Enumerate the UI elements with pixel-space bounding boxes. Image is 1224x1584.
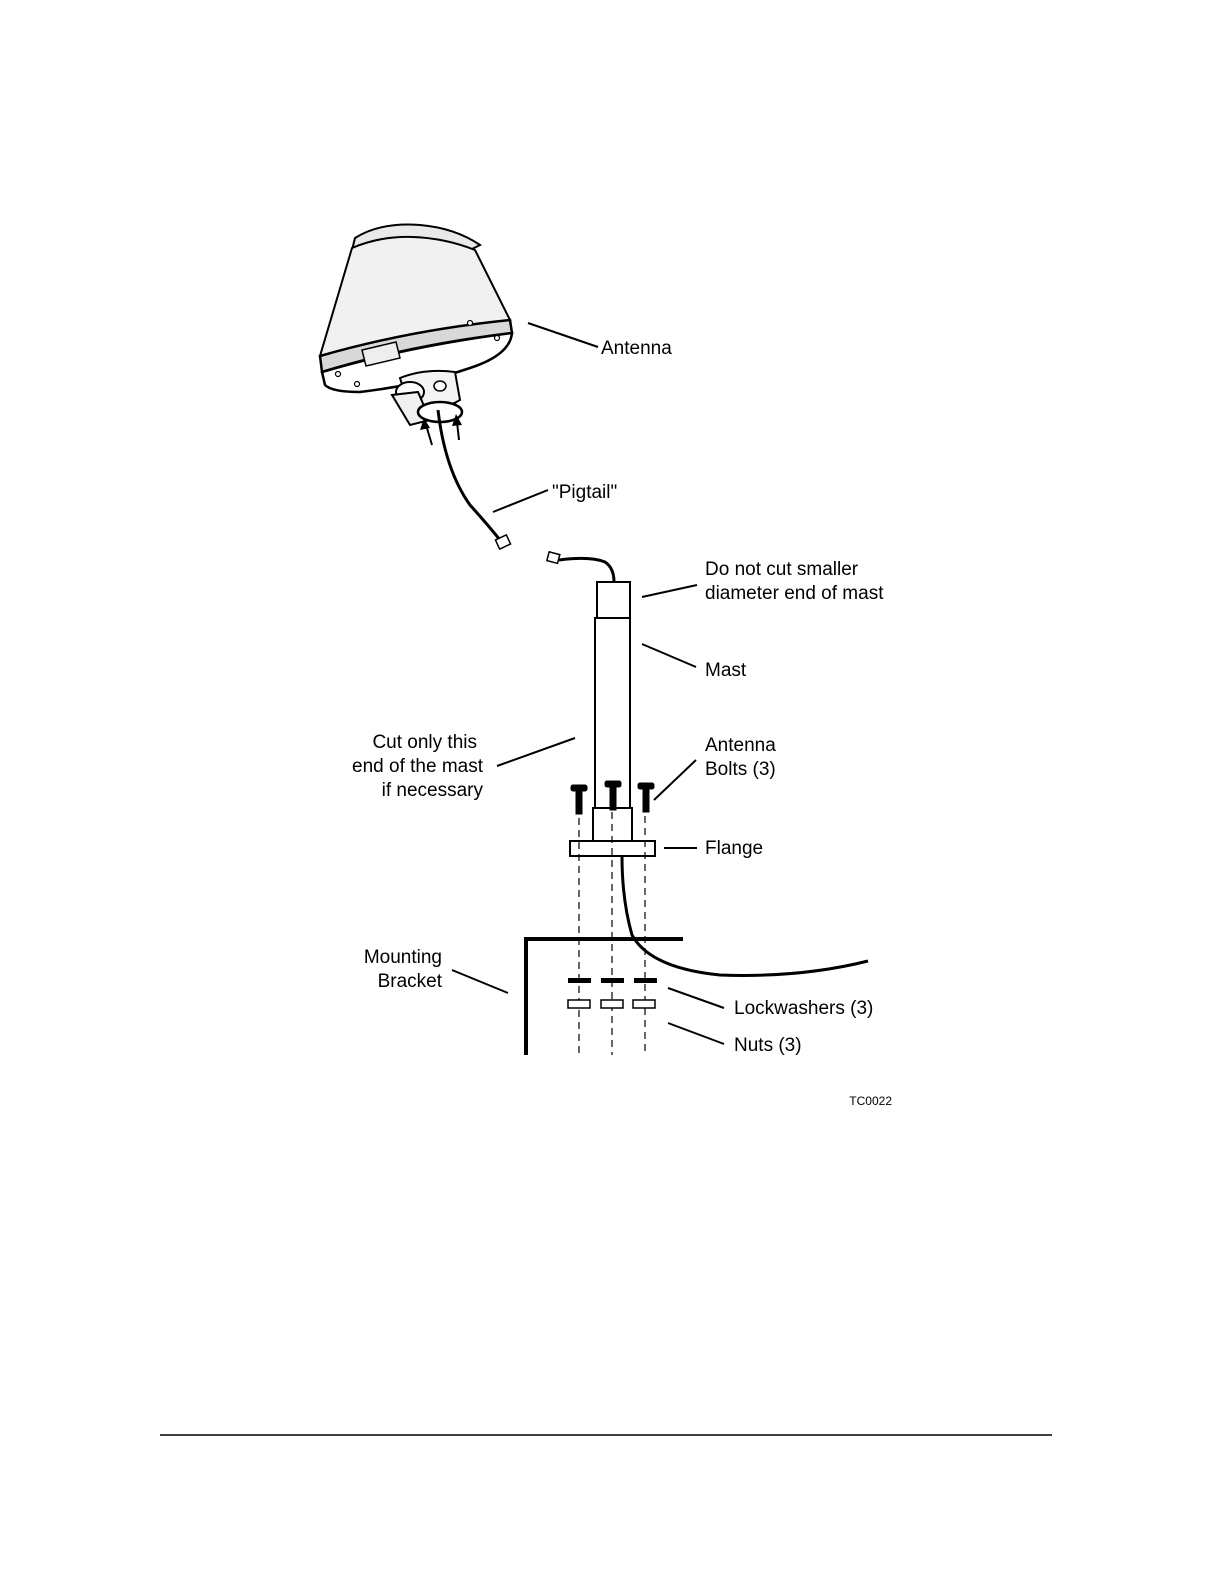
mast-cable-connector [547, 552, 560, 564]
mast-cable [559, 558, 614, 582]
label-flange: Flange [705, 838, 763, 859]
antenna-cable [622, 856, 868, 975]
mounting-bracket [526, 939, 683, 1055]
antenna-bolts [571, 781, 654, 814]
label-antenna-bolts-2: Bolts (3) [705, 759, 776, 780]
label-mast: Mast [705, 660, 747, 681]
label-mounting-bracket-2: Bracket [378, 971, 443, 992]
label-cut-only-3: if necessary [382, 780, 484, 801]
label-pigtail: "Pigtail" [552, 482, 617, 503]
figure-code: TC0022 [849, 1094, 892, 1108]
leader-lines [452, 323, 724, 1044]
label-lockwashers: Lockwashers (3) [734, 998, 873, 1019]
pigtail-cable [438, 410, 500, 540]
label-antenna-bolts-1: Antenna [705, 735, 776, 756]
label-mounting-bracket-1: Mounting [364, 947, 442, 968]
nuts [568, 1000, 655, 1008]
label-nuts: Nuts (3) [734, 1035, 802, 1056]
label-do-not-cut-1: Do not cut smaller [705, 559, 859, 580]
label-do-not-cut-2: diameter end of mast [705, 583, 884, 604]
antenna-unit [320, 225, 512, 445]
label-cut-only-1: Cut only this [372, 732, 477, 753]
lockwashers [568, 978, 657, 983]
label-cut-only-2: end of the mast [352, 756, 484, 777]
label-antenna: Antenna [601, 338, 672, 359]
